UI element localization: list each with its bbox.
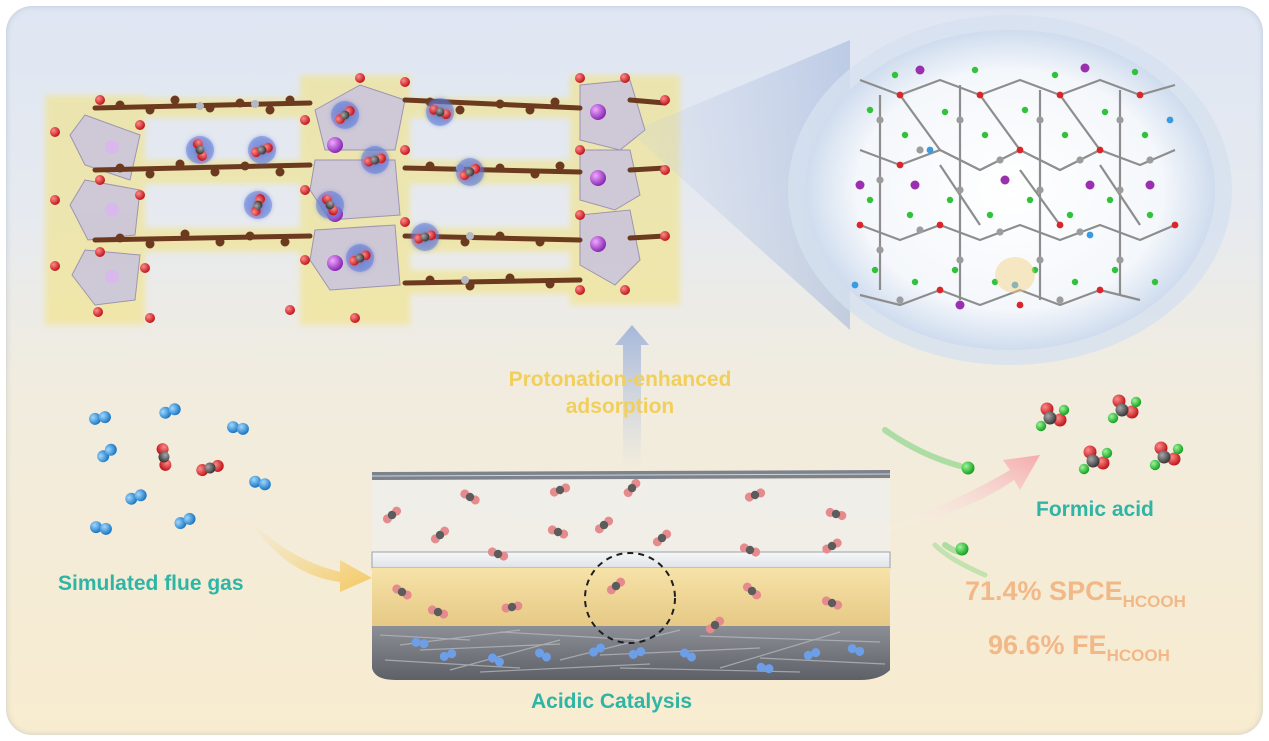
outflow-arrow [870, 455, 1040, 535]
electrode-stack [371, 470, 891, 680]
pore-co2-molecules [186, 98, 484, 272]
zoom-lens [788, 15, 1232, 365]
inflow-arrow [250, 520, 372, 592]
spce-metric: 71.4% SPCEHCOOH [965, 576, 1186, 611]
fe-metric: 96.6% FEHCOOH [988, 630, 1170, 665]
fe-value: 96.6% FE [988, 630, 1107, 660]
mof-framework [45, 73, 680, 325]
protonation-label: Protonation-enhanced adsorption [508, 368, 732, 418]
fe-subscript: HCOOH [1106, 646, 1170, 665]
focus-circle [584, 552, 676, 644]
formic-acid-label: Formic acid [1036, 498, 1154, 521]
spce-value: 71.4% SPCE [965, 576, 1123, 606]
zoom-beam [630, 40, 850, 330]
lens-atoms [851, 63, 1179, 310]
acidic-catalysis-label: Acidic Catalysis [531, 690, 693, 713]
up-arrow [615, 325, 649, 470]
spce-subscript: HCOOH [1122, 592, 1186, 611]
formic-acid-molecules [1035, 394, 1184, 475]
proton-trails [882, 427, 988, 578]
flue-gas-label: Simulated flue gas [58, 572, 244, 595]
flue-gas-molecules [88, 401, 273, 536]
